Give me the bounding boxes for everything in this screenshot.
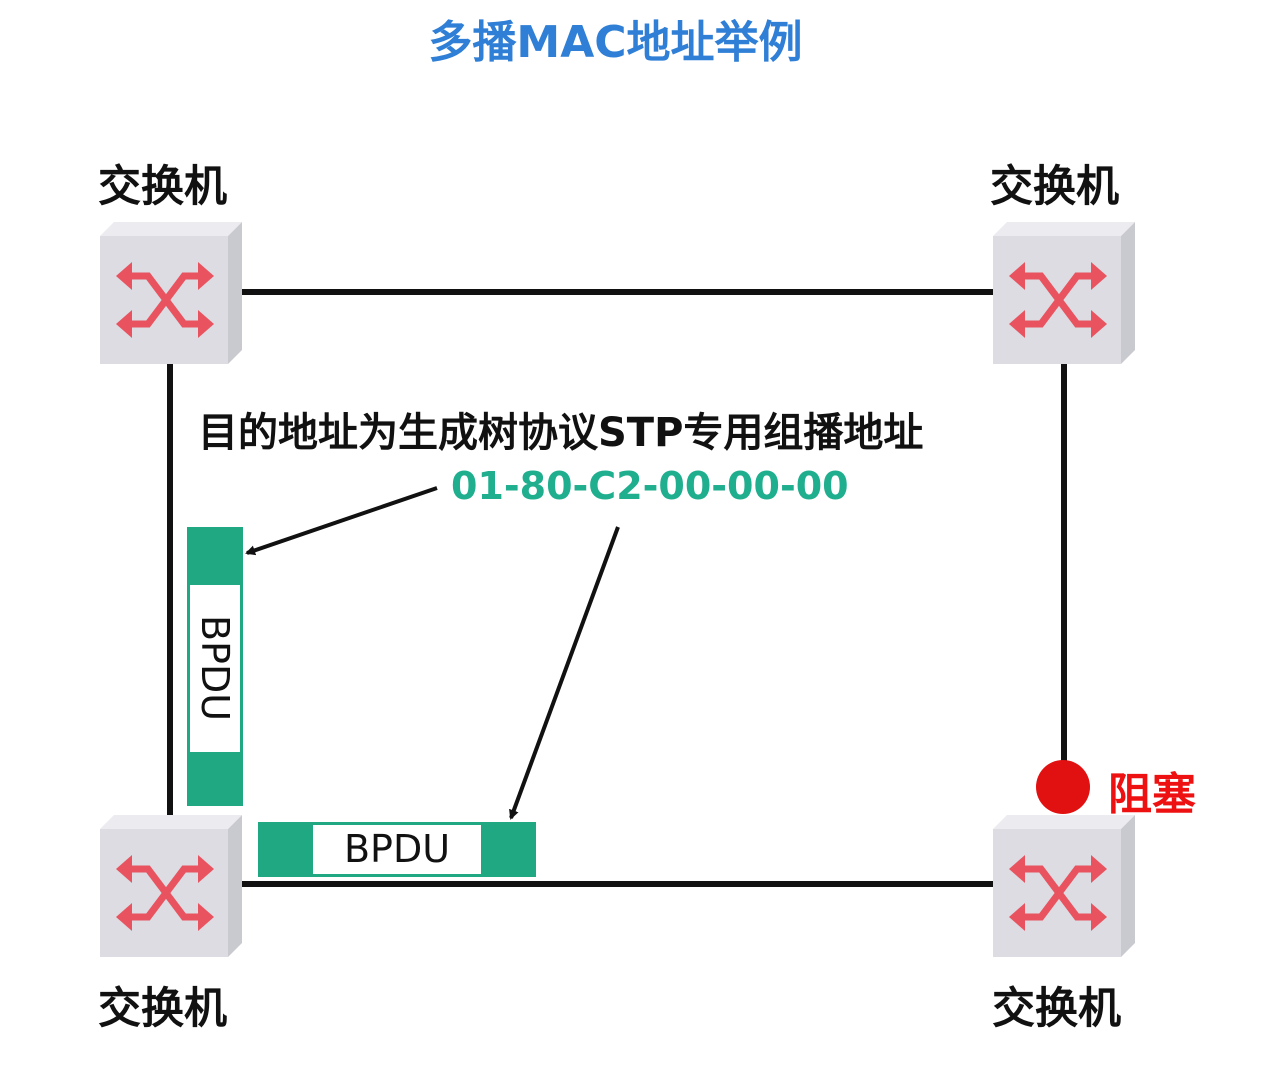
arrow-to-vertical-frame	[245, 486, 438, 556]
switch-icon-top-left	[100, 222, 242, 364]
switch-icon-bottom-left	[100, 815, 242, 957]
bpdu-label-horizontal: BPDU	[343, 827, 451, 871]
blocked-label: 阻塞	[1108, 769, 1196, 820]
switch-icon-top-right	[993, 222, 1135, 364]
arrow-to-horizontal-frame	[509, 526, 620, 820]
bpdu-frame-vertical	[187, 527, 243, 806]
switch-label-top-right: 交换机	[990, 162, 1119, 212]
bpdu-label-vertical: BPDU	[193, 614, 237, 722]
multicast-address: 01-80-C2-00-00-00	[451, 464, 849, 508]
bpdu-frame-horizontal	[258, 822, 536, 877]
page-title: 多播MAC地址举例	[428, 17, 803, 68]
switch-label-top-left: 交换机	[98, 162, 227, 212]
switch-label-bottom-left: 交换机	[98, 984, 227, 1034]
switch-label-bottom-right: 交换机	[992, 984, 1121, 1034]
description-text: 目的地址为生成树协议STP专用组播地址	[198, 410, 924, 456]
switch-icon-bottom-right	[993, 815, 1135, 957]
blocked-port-indicator	[1036, 760, 1090, 814]
